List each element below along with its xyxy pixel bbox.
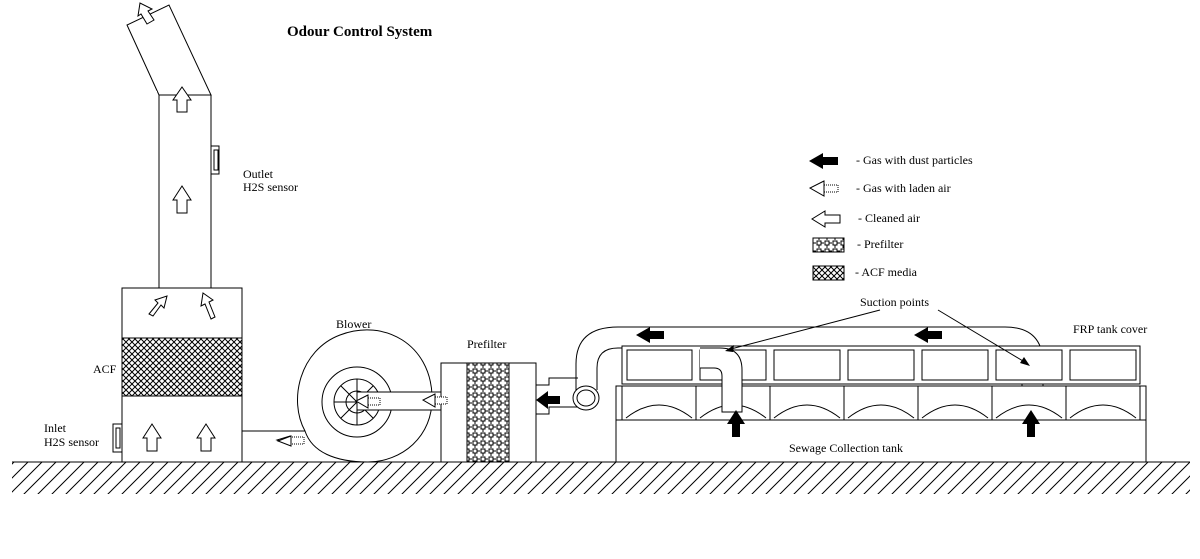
sewage-collection-tank: [615, 419, 1147, 463]
inlet-h2s-sensor: [112, 423, 123, 453]
prefilter-swatch-icon: [812, 237, 845, 253]
cleaned-air-arrows: [137, 2, 216, 452]
prefilter-unit: [440, 362, 537, 463]
prefilter-inlet-duct: [536, 377, 600, 415]
suction-points-label: Suction points: [860, 295, 929, 309]
black-arrow-icon: [809, 153, 838, 169]
ground: [12, 461, 1190, 494]
blower-label: Blower: [336, 317, 371, 331]
svg-text:- Gas with laden air: - Gas with laden air: [856, 181, 951, 195]
legend-item-acf-media: - ACF media: [812, 265, 918, 281]
acf-unit: [121, 287, 243, 463]
acf-swatch-icon: [812, 265, 845, 281]
frp-cover-label: FRP tank cover: [1073, 322, 1147, 336]
diagram-title: Odour Control System: [287, 24, 433, 40]
frp-tank-cover: [615, 345, 1147, 421]
blower: [297, 329, 442, 463]
svg-text:- ACF media: - ACF media: [855, 265, 918, 279]
inlet-sensor-label: Inlet: [44, 421, 67, 435]
acf-label: ACF: [93, 362, 117, 376]
svg-text:- Prefilter: - Prefilter: [857, 237, 903, 251]
svg-text:- Gas with dust particles: - Gas with dust particles: [856, 153, 973, 167]
exhaust-stack: [126, 4, 212, 289]
outlet-h2s-sensor: [210, 145, 220, 175]
prefilter-label: Prefilter: [467, 337, 506, 351]
suction-pointers: [725, 309, 1030, 366]
legend-item-prefilter: - Prefilter: [812, 237, 903, 253]
laden-air-arrows: [275, 393, 448, 447]
legend-item-laden-air: - Gas with laden air: [808, 180, 951, 197]
outlet-sensor-label: Outlet: [243, 167, 274, 181]
cover-arches: [625, 404, 1137, 419]
outlet-sensor-label-2: H2S sensor: [243, 180, 298, 194]
legend-item-cleaned-air: - Cleaned air: [811, 210, 920, 228]
sewage-tank-label: Sewage Collection tank: [789, 441, 903, 455]
inlet-sensor-label-2: H2S sensor: [44, 435, 99, 449]
legend-item-dust-gas: - Gas with dust particles: [809, 153, 973, 169]
cover-panels: [626, 349, 1137, 381]
legend: - Gas with dust particles - Gas with lad…: [808, 153, 973, 281]
dust-gas-arrows: [536, 327, 1040, 437]
hollow-arrow-icon: [811, 210, 841, 228]
svg-text:- Cleaned air: - Cleaned air: [858, 211, 920, 225]
